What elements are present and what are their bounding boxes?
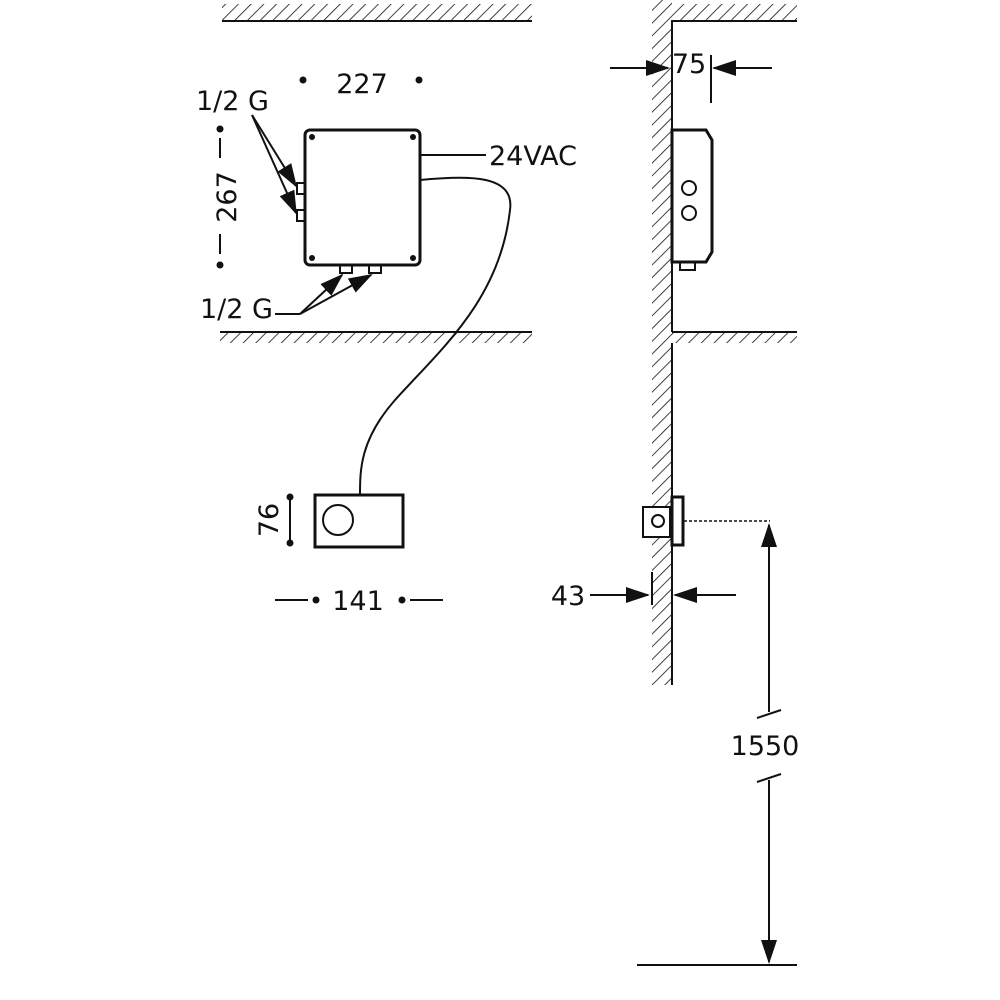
dimension-sensor-depth: 43 bbox=[551, 572, 736, 612]
dimension-label: 43 bbox=[551, 581, 585, 612]
dimension-mount-height: 1550 bbox=[637, 523, 800, 966]
dimension-label: 227 bbox=[336, 69, 388, 100]
dimension-box-depth: 75 bbox=[610, 49, 772, 103]
callout-label: 1/2 G bbox=[196, 86, 269, 117]
dimension-sensor-height: 76 bbox=[254, 493, 294, 547]
ceiling-slab-front bbox=[222, 4, 532, 22]
callout-label: 1/2 G bbox=[200, 294, 273, 325]
control-box-front bbox=[296, 128, 422, 274]
dimension-label: 1550 bbox=[731, 731, 800, 762]
dimension-sensor-width: 141 bbox=[275, 586, 443, 617]
thread-callout-bottom: 1/2 G bbox=[200, 273, 373, 325]
thread-callout-side: 1/2 G bbox=[196, 86, 298, 215]
sensor-side bbox=[642, 495, 770, 547]
dimension-label: 75 bbox=[672, 49, 706, 80]
dimension-box-height: 267 bbox=[212, 125, 243, 269]
wall-side bbox=[652, 0, 797, 685]
power-callout: 24VAC bbox=[420, 141, 577, 172]
floor-slab-front bbox=[220, 331, 532, 343]
dimension-label: 141 bbox=[332, 586, 384, 617]
dimension-box-width: 227 bbox=[299, 69, 423, 100]
sensor-front bbox=[313, 493, 405, 549]
dimension-label: 76 bbox=[254, 503, 285, 537]
dimension-label: 267 bbox=[212, 171, 243, 223]
callout-label: 24VAC bbox=[489, 141, 577, 172]
control-box-side bbox=[670, 128, 714, 271]
sensor-cable bbox=[359, 176, 512, 496]
